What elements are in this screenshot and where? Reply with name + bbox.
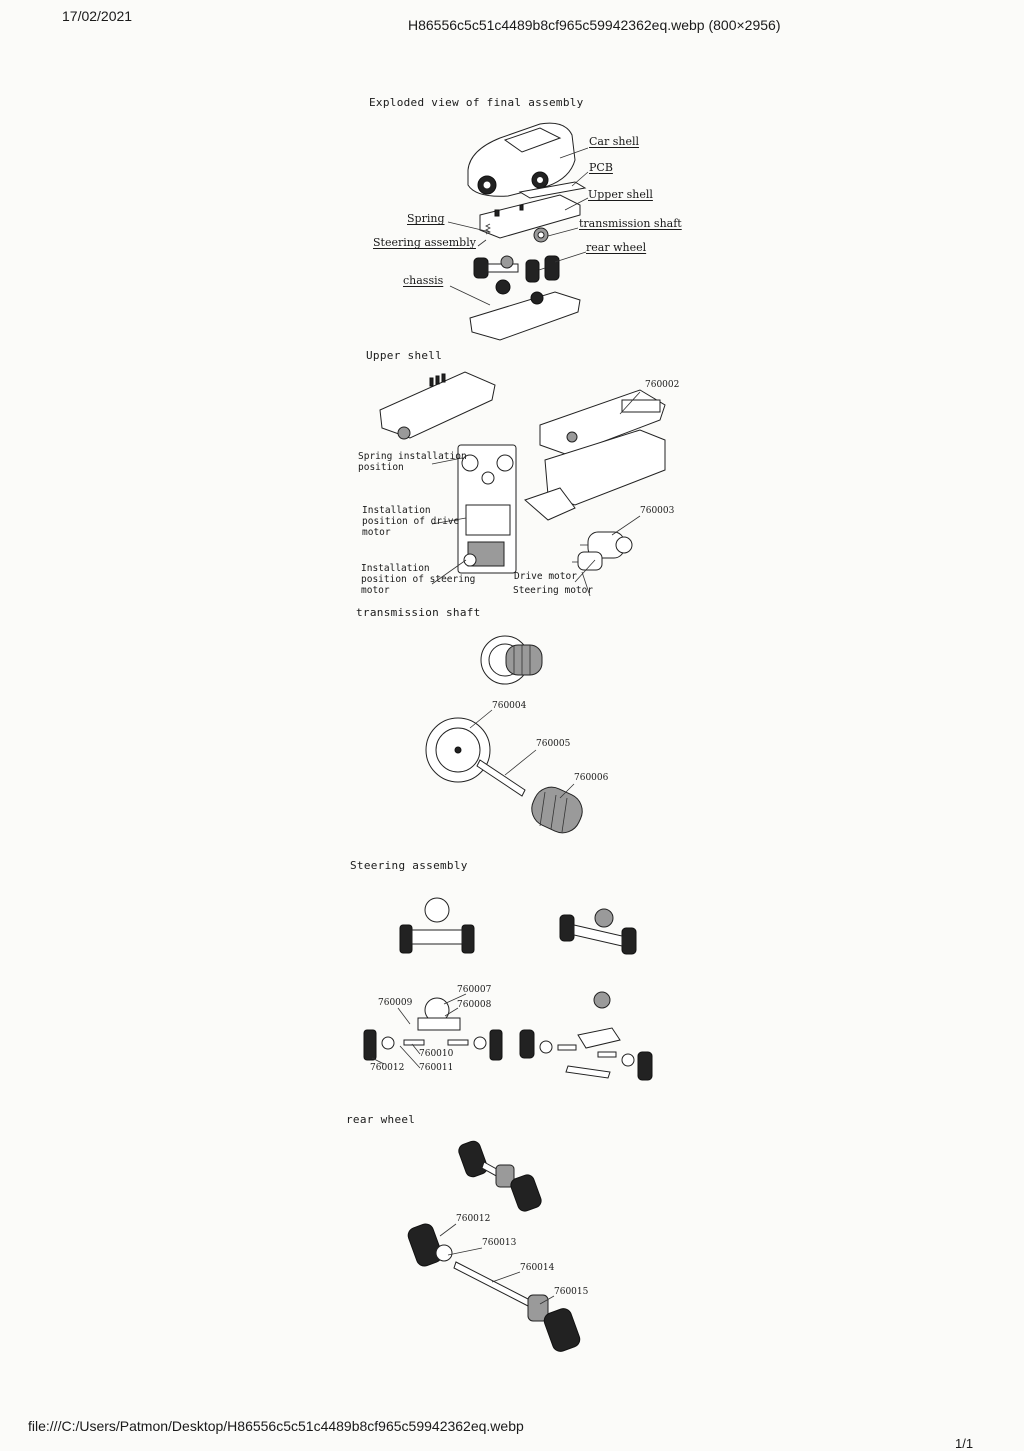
section-title-final-assembly: Exploded view of final assembly: [369, 96, 584, 109]
rear-axle-assembled: [458, 1140, 542, 1212]
car-shell-drawing: [467, 122, 576, 197]
transmission-shaft-drawing: [533, 227, 549, 243]
steering-iso-view: [559, 908, 637, 955]
part-number-760011: 760011: [419, 1063, 454, 1073]
label-chassis: chassis: [403, 274, 444, 287]
spring-drawing: [485, 223, 491, 235]
note-steering-motor-position-line-1: Installation: [361, 563, 430, 574]
chassis-drawing: [469, 279, 581, 341]
gear-worm-assembled-drawing: [480, 635, 543, 685]
steering-exploded-iso: [519, 991, 653, 1081]
part-number-760009: 760009: [378, 998, 413, 1008]
drive-motor-drawing: [580, 531, 633, 559]
part-number-760004: 760004: [492, 701, 527, 711]
label-steering-assembly: Steering assembly: [373, 236, 476, 249]
note-steering-motor-position-line-2: position of steering: [361, 574, 476, 585]
section-title-upper-shell: Upper shell: [366, 349, 443, 362]
part-number-760008: 760008: [457, 1000, 492, 1010]
label-spring: Spring: [407, 212, 445, 225]
note-spring-position-line-1: Spring installation: [358, 451, 467, 462]
print-date: 17/02/2021: [62, 8, 133, 24]
gear-760004-drawing: [425, 717, 491, 783]
part-number-760002: 760002: [645, 380, 680, 390]
label-rear-wheel: rear wheel: [586, 241, 647, 254]
section-title-rear-wheel: rear wheel: [346, 1113, 416, 1126]
part-number-760013: 760013: [482, 1238, 517, 1248]
part-number-760012-steering: 760012: [370, 1063, 405, 1073]
rear-wheel-drawing: [525, 255, 560, 283]
note-drive-motor-position-line-3: motor: [362, 527, 391, 538]
shaft-760005-drawing: [476, 759, 526, 797]
pcb-drawing: [518, 181, 587, 199]
section-title-steering-assembly: Steering assembly: [350, 859, 468, 872]
note-spring-position-line-2: position: [358, 462, 404, 473]
part-number-760010: 760010: [419, 1049, 454, 1059]
print-file-path: file:///C:/Users/Patmon/Desktop/H86556c5…: [28, 1418, 524, 1434]
label-car-shell: Car shell: [589, 135, 640, 148]
note-drive-motor-position-line-2: position of drive: [362, 516, 460, 527]
part-number-760012-rear: 760012: [456, 1214, 491, 1224]
note-drive-motor-position-line-1: Installation: [362, 505, 431, 516]
print-title: H86556c5c51c4489b8cf965c59942362eq.webp …: [408, 17, 781, 33]
part-number-760007: 760007: [457, 985, 492, 995]
steering-assembly-drawing: [473, 255, 519, 279]
upper-shell-top-view: [379, 371, 496, 440]
label-drive-motor: Drive motor: [514, 571, 577, 582]
label-transmission-shaft: transmission shaft: [579, 217, 682, 230]
print-page-number: 1/1: [955, 1436, 974, 1451]
part-number-760014: 760014: [520, 1263, 555, 1273]
worm-760006-drawing: [531, 786, 583, 834]
section-title-transmission-shaft: transmission shaft: [356, 606, 481, 619]
note-steering-motor-position-line-3: motor: [361, 585, 390, 596]
upper-shell-exploded-view: [524, 389, 666, 521]
label-pcb: PCB: [589, 161, 613, 174]
part-number-760006: 760006: [574, 773, 609, 783]
label-upper-shell: Upper shell: [588, 188, 653, 201]
steering-front-view: [399, 897, 475, 954]
steering-motor-drawing: [572, 551, 603, 571]
upper-shell-bottom-view: [457, 444, 517, 574]
upper-shell-drawing: [479, 194, 581, 239]
label-steering-motor: Steering motor: [513, 585, 594, 596]
part-number-760015: 760015: [554, 1287, 589, 1297]
part-number-760005: 760005: [536, 739, 571, 749]
part-number-760003: 760003: [640, 506, 675, 516]
